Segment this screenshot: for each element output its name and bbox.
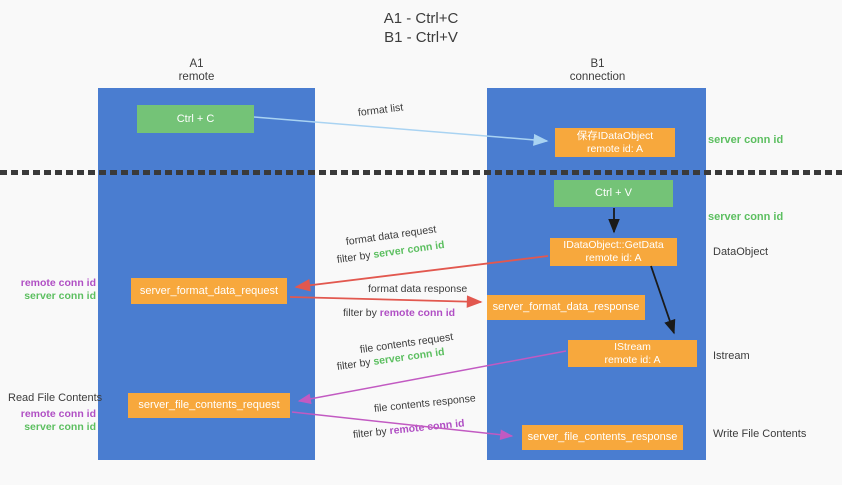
diagram-title: A1 - Ctrl+C B1 - Ctrl+V [0, 9, 842, 47]
server-file-contents-response-box: server_file_contents_response [522, 425, 683, 450]
read-file-contents-label: Read File Contents [8, 392, 103, 404]
conn-id-pair-top: remote conn id server conn id [6, 277, 96, 303]
istream-line2: remote id: A [604, 353, 661, 366]
ctrl-v-box: Ctrl + V [554, 180, 673, 207]
file-contents-response-filter-label: filter by remote conn id [352, 417, 465, 441]
format-data-response-arrow [289, 295, 483, 308]
istream-line1: IStream [614, 340, 651, 353]
server-conn-id-label-left-bottom: server conn id [24, 421, 96, 433]
getdata-line1: IDataObject::GetData [563, 239, 664, 251]
filter-by-text: filter by [343, 307, 377, 319]
column-b-header: B1 connection [489, 58, 706, 84]
server-conn-id-label-left-top: server conn id [24, 290, 96, 302]
server-file-contents-request-box: server_file_contents_request [128, 393, 290, 418]
filter-by-text: filter by [352, 425, 388, 441]
save-idataobject-line1: 保存IDataObject [576, 129, 654, 142]
save-idataobject-box: 保存IDataObject remote id: A [555, 128, 675, 157]
server-format-data-request-box: server_format_data_request [131, 278, 287, 304]
column-a-header: A1 remote [88, 58, 305, 84]
ctrl-c-box: Ctrl + C [137, 105, 254, 133]
remote-conn-id-filter-text: remote conn id [388, 417, 466, 438]
getdata-line2: remote id: A [585, 252, 642, 264]
format-data-response-filter-label: filter by remote conn id [343, 307, 455, 319]
column-b-subtitle: connection [569, 71, 626, 83]
dataobject-label: DataObject [713, 246, 769, 258]
server-conn-id-label-mid: server conn id [708, 211, 784, 223]
title-line-1: A1 - Ctrl+C [383, 10, 459, 27]
istream-box: IStream remote id: A [568, 340, 697, 367]
filter-by-text: filter by [336, 356, 372, 373]
column-b-name: B1 [590, 58, 605, 70]
remote-conn-id-label-top: remote conn id [20, 277, 96, 289]
filter-by-text: filter by [336, 249, 372, 266]
save-idataobject-line2: remote id: A [586, 142, 644, 155]
column-a-name: A1 [189, 58, 204, 70]
server-format-data-response-box: server_format_data_response [487, 295, 645, 320]
copy-paste-divider-dotted-line [0, 170, 842, 175]
title-line-2: B1 - Ctrl+V [384, 29, 458, 46]
remote-conn-id-label-bottom: remote conn id [20, 408, 96, 420]
conn-id-pair-bottom: remote conn id server conn id [6, 408, 96, 434]
remote-conn-id-filter-text: remote conn id [379, 307, 456, 319]
column-a-subtitle: remote [178, 71, 215, 83]
file-contents-response-label: file contents response [373, 392, 477, 415]
server-conn-id-label-top: server conn id [708, 134, 784, 146]
format-list-label: format list [357, 101, 404, 119]
idataobject-getdata-box: IDataObject::GetData remote id: A [550, 238, 677, 266]
istream-label: Istream [713, 350, 750, 362]
write-file-contents-label: Write File Contents [713, 428, 807, 440]
format-data-response-label: format data response [368, 283, 468, 295]
